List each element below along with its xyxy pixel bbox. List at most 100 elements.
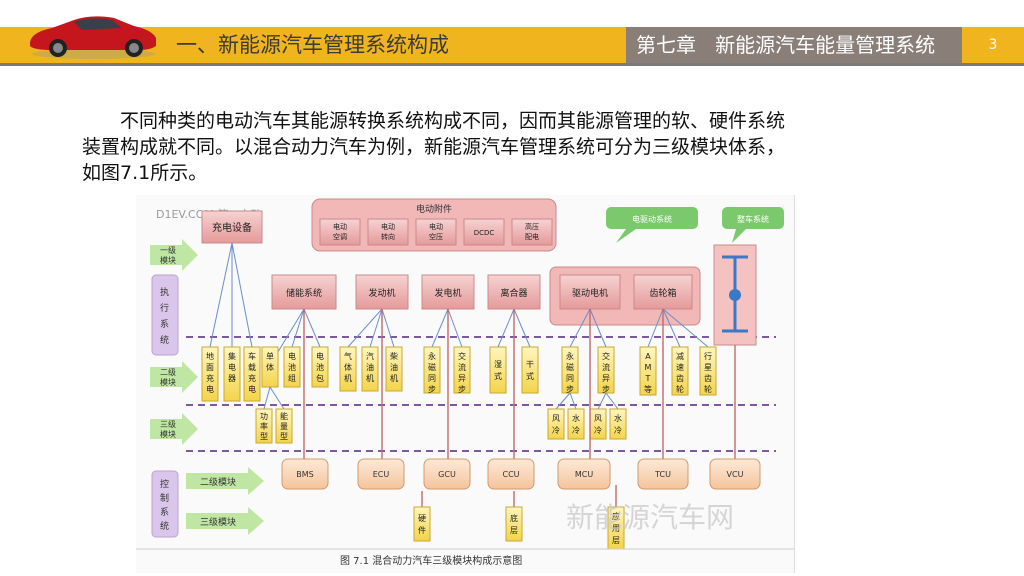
svg-text:模块: 模块 xyxy=(160,429,176,439)
vehicle-system-label: 整车系统 xyxy=(737,214,769,224)
controller-vcu: VCU xyxy=(727,470,744,479)
svg-text:功: 功 xyxy=(260,411,268,421)
svg-text:轮: 轮 xyxy=(704,384,712,394)
svg-text:交: 交 xyxy=(458,351,466,361)
svg-text:M: M xyxy=(645,363,652,372)
svg-text:统: 统 xyxy=(160,334,169,346)
accessories-group-label: 电动附件 xyxy=(416,203,452,215)
svg-text:电动: 电动 xyxy=(429,222,443,231)
ctrl-level3-arrow xyxy=(186,507,264,535)
level3-items xyxy=(255,408,627,444)
exec-system-box xyxy=(151,274,179,356)
svg-text:柴: 柴 xyxy=(390,351,398,361)
module-gearbox: 齿轮箱 xyxy=(649,287,676,299)
svg-text:干: 干 xyxy=(526,360,534,369)
svg-text:步: 步 xyxy=(428,385,436,394)
ctrl-level3-label: 三级模块 xyxy=(200,516,236,528)
svg-text:机: 机 xyxy=(366,373,374,383)
svg-text:统: 统 xyxy=(160,520,169,532)
module-generator: 发电机 xyxy=(434,287,461,299)
svg-text:制: 制 xyxy=(160,492,169,504)
car-logo xyxy=(30,16,156,59)
svg-text:同: 同 xyxy=(428,374,436,383)
svg-text:齿: 齿 xyxy=(704,374,712,383)
architecture-figure: D1EV.COM 第一电动 一级 模块 执 行 系 统 二级 模块 三级 模块 … xyxy=(136,195,795,573)
page-number: 3 xyxy=(988,37,998,53)
svg-text:电: 电 xyxy=(206,384,214,394)
chapter-title: 第七章 新能源汽车能量管理系统 xyxy=(626,27,962,63)
accessory-items xyxy=(319,218,553,246)
vehicle-system-callout xyxy=(722,207,784,229)
level1-label-top: 一级 xyxy=(160,245,176,255)
ctrl-level2-arrow xyxy=(186,467,264,495)
svg-text:型: 型 xyxy=(260,432,268,441)
svg-text:同: 同 xyxy=(566,374,574,383)
svg-text:冷: 冷 xyxy=(572,425,580,435)
svg-text:异: 异 xyxy=(602,374,610,383)
svg-text:步: 步 xyxy=(566,385,574,394)
svg-text:T: T xyxy=(645,374,651,383)
svg-text:星: 星 xyxy=(704,363,712,372)
svg-text:永: 永 xyxy=(566,351,574,361)
ev-drive-label: 电驱动系统 xyxy=(632,214,672,224)
watermark-bottom: 新能源汽车网 xyxy=(566,501,734,534)
svg-text:汽: 汽 xyxy=(366,351,374,361)
svg-text:载: 载 xyxy=(248,362,256,372)
svg-text:等: 等 xyxy=(644,384,652,394)
svg-text:速: 速 xyxy=(676,363,684,372)
svg-text:单: 单 xyxy=(266,351,274,361)
paragraph-line-1: 不同种类的电动汽车其能源转换系统构成不同，因而其能源管理的软、硬件系统 xyxy=(120,110,786,132)
header-divider xyxy=(0,63,1024,66)
controller-ecu: ECU xyxy=(373,470,390,479)
svg-text:气: 气 xyxy=(344,351,352,361)
svg-text:电动: 电动 xyxy=(333,222,347,231)
svg-text:面: 面 xyxy=(206,363,214,372)
controller-mcu: MCU xyxy=(575,470,593,479)
svg-text:体: 体 xyxy=(266,362,274,372)
svg-text:用: 用 xyxy=(612,524,620,533)
svg-text:器: 器 xyxy=(228,374,236,383)
level1-modules xyxy=(271,274,693,310)
svg-text:量: 量 xyxy=(280,422,288,431)
svg-text:集: 集 xyxy=(228,351,236,361)
level2-arrow xyxy=(150,361,198,393)
svg-text:交: 交 xyxy=(602,351,610,361)
svg-text:行: 行 xyxy=(160,302,169,314)
svg-text:电动: 电动 xyxy=(381,222,395,231)
svg-text:执: 执 xyxy=(160,286,169,298)
svg-text:应: 应 xyxy=(612,511,620,521)
paragraph-line-2: 装置构成就不同。以混合动力汽车为例，新能源汽车管理系统可分为三级模块体系， xyxy=(82,136,786,158)
module-clutch: 离合器 xyxy=(500,287,527,299)
svg-text:流: 流 xyxy=(458,362,466,372)
svg-text:风: 风 xyxy=(552,414,560,423)
svg-text:层: 层 xyxy=(612,536,620,545)
svg-text:空压: 空压 xyxy=(429,232,443,241)
svg-text:体: 体 xyxy=(344,362,352,372)
svg-text:池: 池 xyxy=(316,362,324,372)
control-level3-items xyxy=(413,506,625,550)
svg-text:控: 控 xyxy=(160,478,169,490)
svg-text:轮: 轮 xyxy=(676,384,684,394)
svg-text:模块: 模块 xyxy=(160,377,176,387)
architecture-diagram: D1EV.COM 第一电动 一级 模块 执 行 系 统 二级 模块 三级 模块 … xyxy=(136,198,794,567)
level1-label: 模块 xyxy=(160,255,176,265)
svg-text:A: A xyxy=(645,352,651,361)
svg-text:电: 电 xyxy=(288,351,296,361)
svg-text:水: 水 xyxy=(572,413,580,423)
svg-text:硬: 硬 xyxy=(418,514,426,523)
svg-text:件: 件 xyxy=(418,525,426,535)
accessory-dcdc: DCDC xyxy=(474,229,495,237)
module-energy-storage: 储能系统 xyxy=(286,287,322,299)
svg-text:永: 永 xyxy=(428,351,436,361)
intro-paragraph: 不同种类的电动汽车其能源转换系统构成不同，因而其能源管理的软、硬件系统 装置构成… xyxy=(82,108,882,186)
svg-text:配电: 配电 xyxy=(525,232,539,241)
svg-text:油: 油 xyxy=(390,362,398,372)
svg-text:系: 系 xyxy=(160,319,169,330)
svg-text:流: 流 xyxy=(602,362,610,372)
section-title: 一、新能源汽车管理系统构成 xyxy=(176,33,449,57)
paragraph-line-3: 如图7.1所示。 xyxy=(82,162,208,184)
svg-text:油: 油 xyxy=(366,362,374,372)
svg-text:底: 底 xyxy=(510,513,518,523)
svg-text:池: 池 xyxy=(288,362,296,372)
controller-bms: BMS xyxy=(296,470,313,479)
